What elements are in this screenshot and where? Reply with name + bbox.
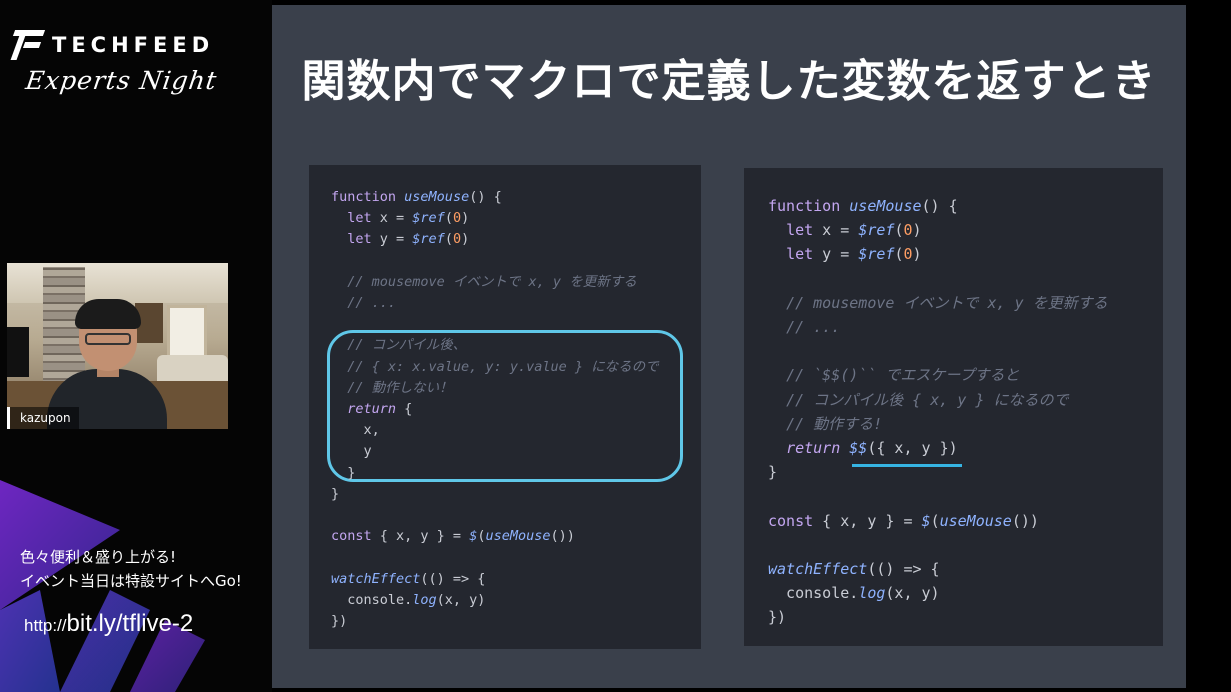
code-left-line: } [331,464,356,481]
code-right-line: // mousemove イベントで x, y を更新する [786,293,1108,312]
promo-line-1: 色々便利＆盛り上がる! [20,548,177,566]
code-right-line [768,339,1108,363]
code-left-line: // { x: x.value, y: y.value } になるので [347,358,659,375]
slide-title: 関数内でマクロで定義した変数を返すとき [301,56,1157,107]
techfeed-logo: TECHFEED [10,30,215,60]
code-block-left: function useMouse() { let x = $ref(0) le… [331,187,659,632]
code-left-line: return { [347,401,413,418]
code-right-line: const { x, y } = $(useMouse()) [768,511,1039,530]
code-panel-right: function useMouse() { let x = $ref(0) le… [744,168,1163,646]
code-right-line: }) [768,608,787,627]
techfeed-logo-icon [10,30,46,60]
presentation-slide: 関数内でマクロで定義した変数を返すとき function useMouse() … [272,5,1186,688]
code-panel-left: function useMouse() { let x = $ref(0) le… [309,165,701,649]
code-left-line: // コンパイル後、 [347,337,467,354]
promo-text: 色々便利＆盛り上がる! イベント当日は特設サイトへGo! [20,545,242,593]
logo-text: TECHFEED [52,33,215,57]
speaker-webcam [7,263,228,429]
code-right-line: } [768,463,778,482]
code-right-line [768,267,1108,291]
code-left-line: const { x, y } = $(useMouse()) [331,528,575,545]
code-left-line [331,314,659,335]
code-right-line [768,484,1108,508]
underline-annotation [852,464,962,467]
code-left-line: // ... [347,295,397,312]
code-left-line: x, [331,422,380,439]
decorative-stripes [0,480,205,692]
highlight-annotation [327,330,683,482]
code-left-line: }) [331,613,348,630]
code-left-line [331,547,659,568]
code-right-line: let y = $ref(0) [786,245,922,264]
promo-line-2: イベント当日は特設サイトへGo! [20,572,242,590]
event-sidebar: TECHFEED Experts Night kazupon [0,0,272,692]
code-left-line: let x = $ref(0) [347,210,470,227]
code-right-line [768,533,1108,557]
code-right-line: console.log(x, y) [768,584,940,603]
code-right-line: return $$({ x, y }) [786,439,958,458]
promo-url-protocol: http:// [24,616,67,635]
code-left-line: // mousemove イベントで x, y を更新する [347,273,637,290]
code-left-line: function useMouse() { [331,189,502,205]
code-left-line [331,505,659,526]
code-left-line: console.log(x, y) [331,591,486,608]
code-left-line: // 動作しない！ [347,379,453,396]
code-right-line: // 動作する! [786,414,883,433]
code-left-line: let y = $ref(0) [347,231,470,248]
code-right-line: // ... [786,318,841,337]
code-left-line: y [331,443,372,460]
code-left-line [331,251,659,272]
speaker-name-label: kazupon [7,407,79,429]
code-left-line: watchEffect(() => { [331,570,486,587]
promo-url[interactable]: http:// bit.ly/tflive-2 [24,610,193,638]
event-name: Experts Night [23,66,219,95]
code-right-line: let x = $ref(0) [786,221,922,240]
code-right-line: // `$$()`` でエスケープすると [786,366,1020,385]
code-block-right: function useMouse() { let x = $ref(0) le… [768,194,1108,630]
code-right-line: watchEffect(() => { [768,560,940,579]
code-right-line: // コンパイル後 { x, y } になるので [786,390,1069,409]
code-left-line: } [331,485,340,502]
promo-url-path: bit.ly/tflive-2 [66,610,194,637]
code-right-line: function useMouse() { [768,197,958,215]
